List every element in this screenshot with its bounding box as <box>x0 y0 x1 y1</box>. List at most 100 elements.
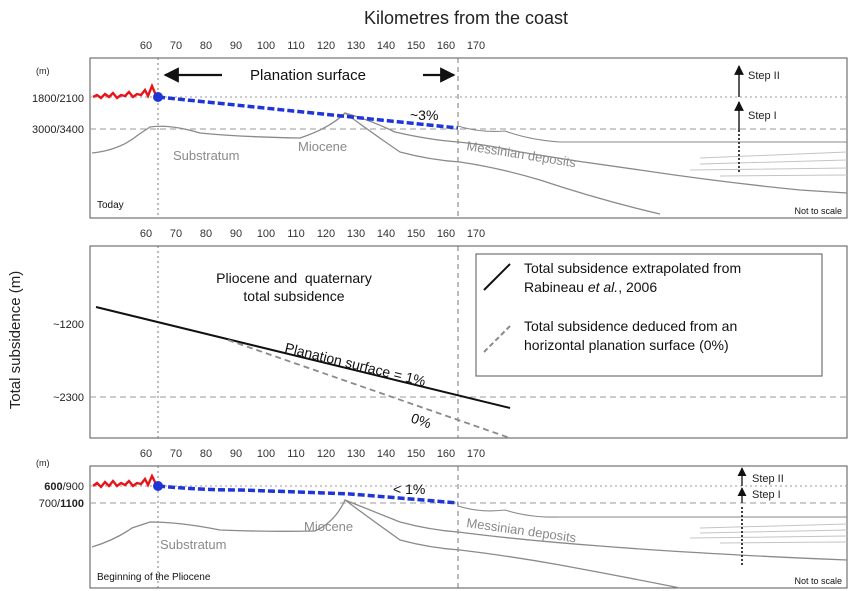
legend-box <box>475 253 823 377</box>
tick-label: 160 <box>437 448 455 460</box>
tick-label: 100 <box>257 448 275 460</box>
panel-today: (m) 1800/2100 3000/3400 Planation surfac… <box>32 57 848 219</box>
panel-total-subsidence: Pliocene and quaternary total subsidence… <box>53 245 848 439</box>
bot-messinian-wedge <box>689 523 848 544</box>
tick-label: 140 <box>377 448 395 460</box>
level-label-1: 1800/2100 <box>32 93 84 105</box>
bot-level-1-rest: /900 <box>63 481 84 493</box>
bot-level-1-bold: 600 <box>44 481 62 493</box>
panel-mid-frame <box>89 245 848 439</box>
mid-level-label-1: ~1200 <box>53 319 84 331</box>
legend: Total subsidence extrapolated from Rabin… <box>475 253 823 377</box>
step-2-label: Step II <box>748 70 780 82</box>
tick-label: 160 <box>437 228 455 240</box>
tick-label: 120 <box>317 448 335 460</box>
tick-label: 150 <box>407 228 425 240</box>
legend-year: , 2006 <box>618 279 657 295</box>
tick-label: 130 <box>347 448 365 460</box>
bot-level-label-1: 600/900 <box>44 481 84 493</box>
tick-label: 60 <box>140 228 152 240</box>
tick-label: 80 <box>200 448 212 460</box>
tick-label: 140 <box>377 40 395 52</box>
tick-label: 150 <box>407 40 425 52</box>
bot-miocene-line <box>344 499 848 561</box>
legend-etal: et al. <box>588 279 618 295</box>
planation-surface-line <box>157 95 459 130</box>
bot-level-2-rest: 700/ <box>39 498 61 510</box>
legend-author: Rabineau <box>524 279 588 295</box>
tick-label: 120 <box>317 40 335 52</box>
bot-slope-label: < 1% <box>393 481 425 497</box>
topography-line <box>92 82 159 100</box>
y-axis-title: Total subsidence (m) <box>7 271 24 409</box>
mid-level-label-2: ~2300 <box>53 392 84 404</box>
tick-label: 100 <box>257 40 275 52</box>
tick-label: 130 <box>347 228 365 240</box>
not-to-scale-label: Not to scale <box>794 206 842 216</box>
legend-solid-text-2: Rabineau et al., 2006 <box>524 279 657 295</box>
tick-label: 110 <box>287 448 305 460</box>
bot-miocene-label: Miocene <box>304 519 353 534</box>
beginning-pliocene-label: Beginning of the Pliocene <box>97 572 211 583</box>
tick-label: 80 <box>200 40 212 52</box>
panel-bot-frame <box>89 465 848 589</box>
tick-label: 60 <box>140 448 152 460</box>
tick-label: 170 <box>467 40 485 52</box>
tick-label: 160 <box>437 40 455 52</box>
legend-solid-swatch <box>483 263 511 291</box>
tick-label: 170 <box>467 448 485 460</box>
legend-dash-swatch <box>483 325 511 353</box>
tick-label: 130 <box>347 40 365 52</box>
tick-label: 170 <box>467 228 485 240</box>
planation-1pct-label: Planation surface = 1% <box>283 339 427 389</box>
bot-step-1-label: Step I <box>752 489 781 501</box>
miocene-label: Miocene <box>298 139 347 154</box>
bot-substratum-label: Substratum <box>160 537 226 552</box>
messinian-wedge <box>689 151 848 177</box>
bot-messinian-line <box>457 505 847 518</box>
tick-label: 70 <box>170 448 182 460</box>
tick-row-mid: 60 70 80 90 100 110 120 130 140 150 160 170 <box>140 228 485 240</box>
bot-messinian-label: Messinian deposits <box>466 515 578 545</box>
subsidence-solid-line <box>95 306 511 409</box>
bot-substratum-line <box>91 498 681 589</box>
subsidence-dashed-line <box>227 339 511 439</box>
panel-today-frame <box>89 57 848 219</box>
tick-label: 70 <box>170 228 182 240</box>
tick-label: 90 <box>230 40 242 52</box>
substratum-label: Substratum <box>173 148 239 163</box>
tick-label: 70 <box>170 40 182 52</box>
tick-row-bot: 60 70 80 90 100 110 120 130 140 150 160 170 <box>140 448 485 460</box>
step-1-label: Step I <box>748 110 777 122</box>
tick-label: 140 <box>377 228 395 240</box>
miocene-line <box>344 112 848 194</box>
tick-label: 90 <box>230 448 242 460</box>
bot-not-to-scale-label: Not to scale <box>794 576 842 586</box>
bot-unit-label: (m) <box>36 458 50 468</box>
bot-level-label-2: 700/1100 <box>39 498 84 510</box>
tick-label: 60 <box>140 40 152 52</box>
bot-coast-point <box>153 481 163 491</box>
level-label-2: 3000/3400 <box>32 124 84 136</box>
tick-label: 100 <box>257 228 275 240</box>
figure-title: Kilometres from the coast <box>364 8 568 28</box>
legend-dash-text-2: horizontal planation surface (0%) <box>524 337 729 353</box>
legend-dash-text-1: Total subsidence deduced from an <box>524 318 737 334</box>
bot-topography-line <box>92 473 159 489</box>
legend-solid-text-1: Total subsidence extrapolated from <box>524 260 741 276</box>
tick-label: 110 <box>287 40 305 52</box>
bot-step-2-label: Step II <box>752 473 784 485</box>
tick-label: 110 <box>287 228 305 240</box>
mid-title-line-1: Pliocene and quaternary <box>216 270 372 286</box>
today-label: Today <box>97 200 124 211</box>
unit-label: (m) <box>36 66 50 76</box>
zero-pct-label: 0% <box>409 410 433 432</box>
mid-title-line-2: total subsidence <box>243 288 344 304</box>
tick-label: 80 <box>200 228 212 240</box>
tick-label: 120 <box>317 228 335 240</box>
messinian-line <box>457 125 847 143</box>
panel-pliocene: (m) 600/900 700/1100 < 1% Step II Step I… <box>36 458 848 589</box>
tick-label: 150 <box>407 448 425 460</box>
tick-label: 90 <box>230 228 242 240</box>
